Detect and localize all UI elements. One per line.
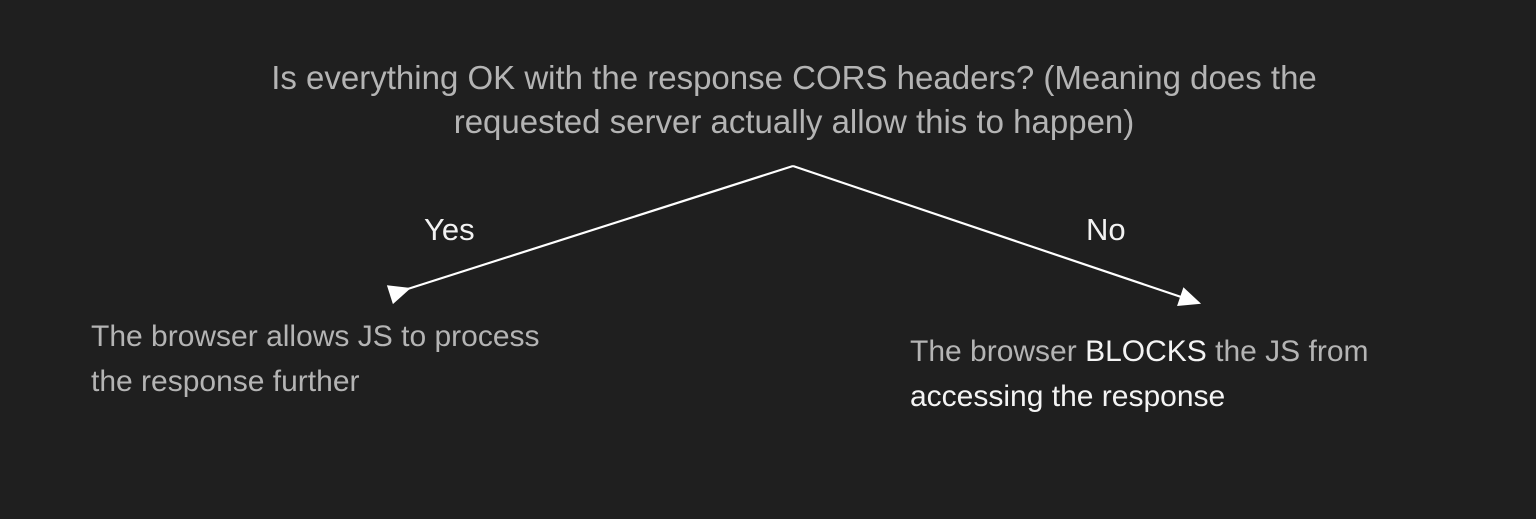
decision-question-text: Is everything OK with the response CORS … — [271, 59, 1317, 140]
outcome-yes: The browser allows JS to process the res… — [91, 314, 691, 404]
branch-label-no: No — [1086, 212, 1126, 247]
branch-label-yes: Yes — [424, 212, 475, 247]
outcome-yes-line2: the response further — [91, 365, 360, 398]
outcome-no: The browser BLOCKS the JS from accessing … — [910, 329, 1500, 419]
outcome-no-part3: the JS from — [1206, 335, 1369, 368]
outcome-no-part1: The browser — [910, 335, 1086, 368]
outcome-yes-line1: The browser allows JS to process — [91, 320, 540, 353]
outcome-no-emphasis: BLOCKS — [1085, 335, 1207, 368]
outcome-no-part4: accessing the response — [910, 380, 1226, 413]
arrow-no-branch — [792, 164, 1202, 307]
